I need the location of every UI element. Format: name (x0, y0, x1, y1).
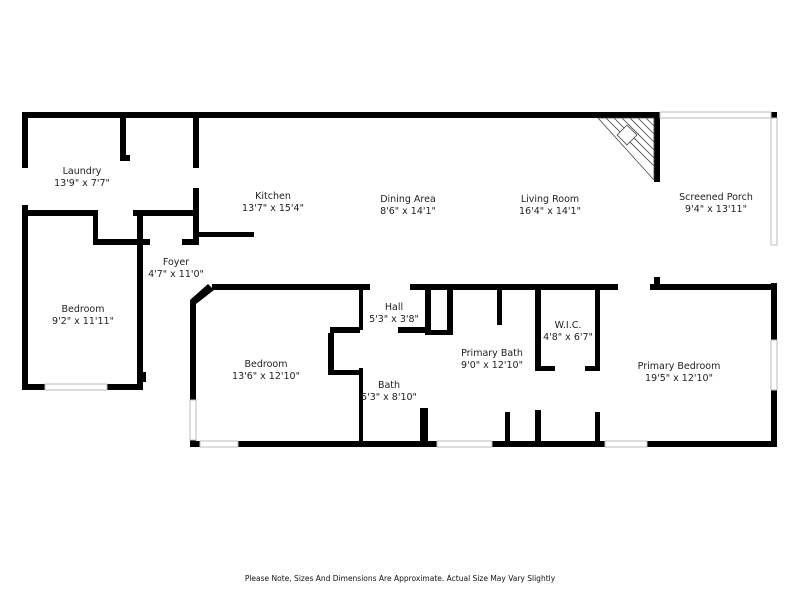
wall (650, 284, 777, 290)
walls (22, 112, 777, 447)
wall (595, 412, 600, 447)
wall (398, 327, 430, 333)
window (189, 399, 197, 441)
wall (535, 410, 541, 447)
wall (654, 277, 660, 290)
wall (447, 290, 453, 335)
wall (535, 290, 541, 370)
room-dims: 9'4" x 13'11" (685, 204, 747, 215)
wall (137, 210, 143, 390)
room-name: Bedroom (244, 359, 288, 370)
window (436, 440, 493, 448)
wall (22, 112, 658, 118)
wall (535, 366, 555, 371)
wall (359, 368, 363, 447)
wall (595, 290, 600, 370)
room-name: Bedroom (61, 304, 105, 315)
room-name: Living Room (520, 194, 580, 205)
window (199, 440, 239, 448)
wall (140, 372, 146, 382)
wall (22, 205, 28, 390)
room-dims: 13'6" x 12'10" (232, 371, 300, 382)
window (604, 440, 648, 448)
room-name: Dining Area (380, 194, 436, 205)
window (44, 383, 108, 391)
room-dims: 13'7" x 15'4" (242, 203, 304, 214)
wall (133, 210, 199, 216)
wall (182, 239, 199, 245)
room-name: Bath (377, 380, 401, 391)
wall (199, 232, 254, 237)
wall (93, 210, 98, 245)
wall (505, 412, 510, 447)
wall (212, 284, 370, 290)
room-dims: 16'4" x 14'1" (519, 206, 581, 217)
window (770, 339, 778, 391)
wall (193, 112, 199, 168)
room-wic: W.I.C.4'8" x 6'7" (543, 320, 593, 344)
wall (22, 210, 98, 216)
wall (425, 330, 453, 335)
window (770, 117, 778, 246)
wall (497, 290, 502, 325)
wall (420, 408, 428, 447)
wall (410, 284, 618, 290)
wall (93, 239, 150, 245)
room-name: Laundry (62, 166, 102, 177)
window (659, 111, 772, 119)
wall (654, 112, 660, 182)
room-dims: 9'2" x 11'11" (52, 316, 114, 327)
wall (22, 112, 28, 168)
wall (328, 370, 360, 375)
room-name: Hall (384, 302, 404, 313)
windows (44, 111, 778, 448)
diagonal-wall (190, 284, 214, 304)
wall (190, 300, 196, 447)
room-name: Primary Bath (461, 348, 523, 359)
wall (120, 155, 130, 161)
room-name: W.I.C. (554, 320, 582, 331)
wall (330, 327, 360, 333)
footer-note: Please Note, Sizes And Dimensions Are Ap… (244, 574, 556, 583)
room-name: Foyer (162, 257, 190, 268)
room-dims: 8'6" x 14'1" (380, 206, 436, 217)
room-dims: 4'8" x 6'7" (543, 332, 593, 343)
room-name: Screened Porch (679, 192, 753, 203)
wall (328, 333, 334, 375)
room-name: Kitchen (255, 191, 291, 202)
room-dims: 9'0" x 12'10" (461, 360, 523, 371)
room-dims: 5'3" x 8'10" (361, 392, 417, 403)
room-dims: 13'9" x 7'7" (54, 178, 110, 189)
wall (359, 288, 363, 330)
stairs (597, 117, 655, 182)
wall (771, 112, 777, 118)
room-dims: 5'3" x 3'8" (369, 314, 419, 325)
wall (585, 366, 600, 371)
room-dims: 4'7" x 11'0" (148, 269, 204, 280)
room-name: Primary Bedroom (637, 361, 721, 372)
room-dims: 19'5" x 12'10" (645, 373, 713, 384)
wall (425, 290, 431, 333)
wall (120, 118, 126, 160)
